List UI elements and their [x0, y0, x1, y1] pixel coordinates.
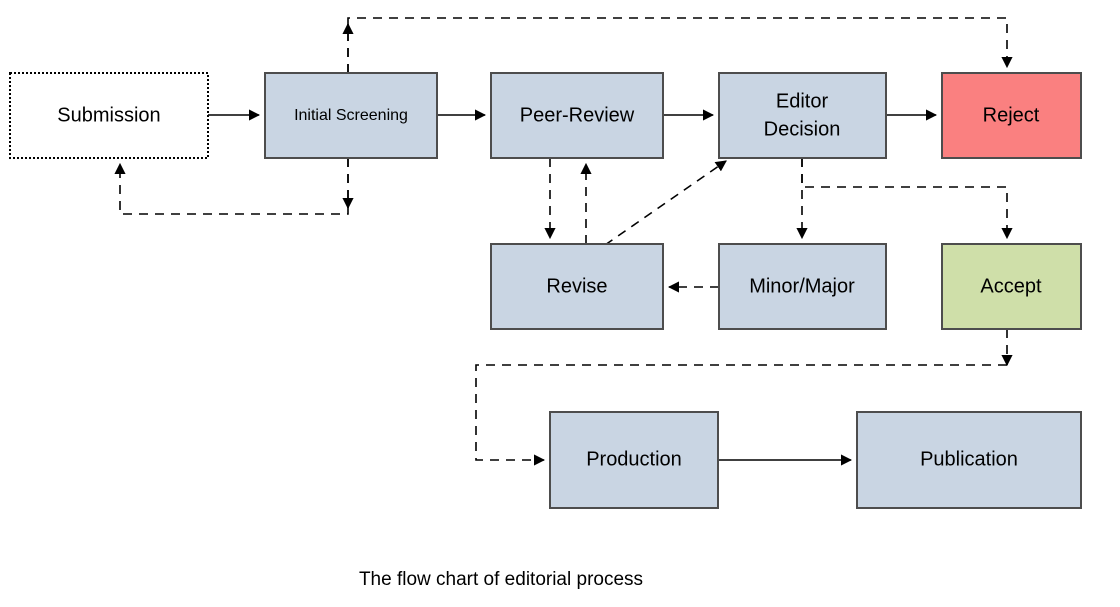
- node-revise-shape[interactable]: [490, 243, 664, 330]
- node-production-shape[interactable]: [549, 411, 719, 509]
- node-revise[interactable]: Revise: [490, 243, 664, 330]
- node-minor-major-shape[interactable]: [718, 243, 887, 330]
- edge-editor-decision-to-accept: [801, 158, 1013, 240]
- node-reject-shape[interactable]: [941, 72, 1082, 159]
- node-initial-screening-shape[interactable]: [264, 72, 438, 159]
- node-revise-label: Revise: [546, 275, 607, 297]
- node-minor-major[interactable]: Minor/Major: [718, 243, 887, 330]
- node-peer-review[interactable]: Peer-Review: [490, 72, 664, 159]
- node-initial-screening-label: Initial Screening: [294, 107, 408, 124]
- node-editor-decision-label-line1: Editor: [776, 90, 829, 112]
- edge-initial-screening-to-submission-return: [114, 158, 349, 215]
- edge-revise-to-editor-decision: [604, 160, 727, 246]
- node-accept-label: Accept: [980, 275, 1042, 297]
- node-minor-major-label: Minor/Major: [749, 275, 855, 297]
- node-production-label: Production: [586, 448, 682, 470]
- node-editor-decision-label-line2: Decision: [764, 118, 841, 140]
- node-accept-shape[interactable]: [941, 243, 1082, 330]
- node-production[interactable]: Production: [549, 411, 719, 509]
- node-reject[interactable]: Reject: [941, 72, 1082, 159]
- node-publication-label: Publication: [920, 448, 1018, 470]
- node-editor-decision[interactable]: Editor Decision: [718, 72, 887, 159]
- node-reject-label: Reject: [983, 104, 1040, 126]
- node-editor-decision-shape[interactable]: [718, 72, 887, 159]
- node-publication[interactable]: Publication: [856, 411, 1082, 509]
- node-submission-shape[interactable]: [9, 72, 209, 159]
- edge-initial-screening-to-reject: [347, 17, 1013, 73]
- node-peer-review-label: Peer-Review: [520, 104, 635, 126]
- edge-accept-to-production: [475, 364, 1007, 466]
- node-submission-label: Submission: [57, 104, 160, 126]
- node-publication-shape[interactable]: [856, 411, 1082, 509]
- node-submission[interactable]: Submission: [9, 72, 209, 159]
- node-accept[interactable]: Accept: [941, 243, 1082, 330]
- diagram-caption: The flow chart of editorial process: [359, 569, 643, 590]
- node-peer-review-shape[interactable]: [490, 72, 664, 159]
- node-initial-screening[interactable]: Initial Screening: [264, 72, 438, 159]
